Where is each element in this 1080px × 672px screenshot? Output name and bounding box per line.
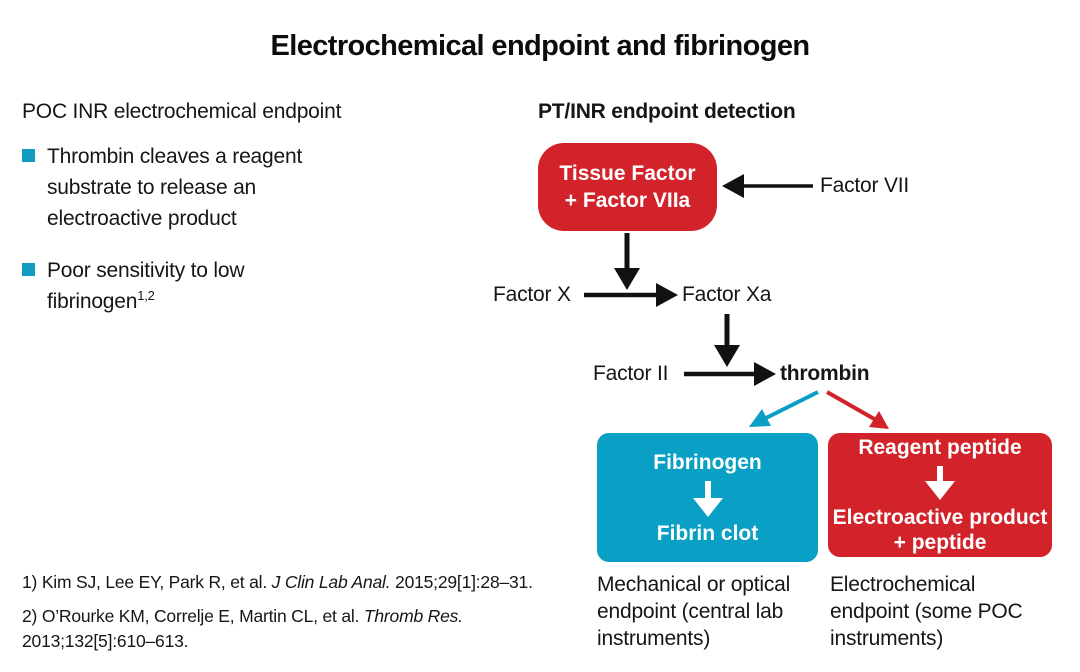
caption-line: Electrochemical — [830, 573, 976, 596]
flowchart-heading: PT/INR endpoint detection — [538, 100, 796, 123]
bullet-square-icon — [22, 263, 35, 276]
electrochemical-endpoint-caption: Electrochemical endpoint (some POC instr… — [830, 571, 1023, 652]
reference-journal: Thromb Res. — [363, 606, 463, 626]
reference-text: 1) Kim SJ, Lee EY, Park R, et al. — [22, 572, 272, 592]
tissue-factor-box: Tissue Factor + Factor VIIa — [538, 143, 717, 231]
arrow-down-icon — [925, 466, 955, 500]
reagent-peptide-box: Reagent peptide Electroactive product + … — [828, 433, 1052, 557]
reference-line: 2013;132[5]:610–613. — [22, 631, 189, 651]
reference-1: 1) Kim SJ, Lee EY, Park R, et al. J Clin… — [22, 570, 533, 595]
arrow-diagonal-red-icon — [826, 390, 889, 429]
arrow-down-icon — [714, 314, 740, 367]
arrow-down-icon — [692, 481, 723, 517]
caption-line: instruments) — [830, 627, 944, 650]
reference-journal: J Clin Lab Anal. — [271, 572, 391, 592]
factor-ii-label: Factor II — [593, 362, 669, 385]
page-title: Electrochemical endpoint and fibrinogen — [270, 30, 811, 62]
reference-text: 2) O’Rourke KM, Correlje E, Martin CL, e… — [22, 606, 364, 626]
factor-vii-label: Factor VII — [820, 174, 910, 197]
bullet-text: Poor sensitivity to low fibrinogen1,2 — [47, 255, 245, 317]
arrow-down-icon — [614, 233, 640, 290]
arrow-right-icon — [684, 362, 776, 386]
bullet-line-text: fibrinogen — [47, 290, 138, 313]
list-item: Poor sensitivity to low fibrinogen1,2 — [22, 255, 362, 317]
fibrinogen-box: Fibrinogen Fibrin clot — [597, 433, 818, 562]
arrow-right-icon — [584, 283, 678, 307]
bullet-line: electroactive product — [47, 207, 237, 230]
bullet-line: Thrombin cleaves a reagent — [47, 145, 303, 168]
reference-superscript: 1,2 — [137, 288, 155, 303]
list-item: Thrombin cleaves a reagent substrate to … — [22, 141, 362, 234]
arrow-diagonal-teal-icon — [749, 390, 819, 427]
caption-line: endpoint (some POC — [830, 600, 1023, 623]
bullet-line: Poor sensitivity to low — [47, 259, 245, 282]
tissue-factor-line1: Tissue Factor — [559, 162, 696, 185]
tissue-factor-line2: + Factor VIIa — [564, 189, 691, 212]
reagent-peptide-label: Reagent peptide — [858, 436, 1022, 459]
factor-xa-label: Factor Xa — [682, 283, 772, 306]
caption-line: instruments) — [597, 627, 711, 650]
caption-line: Mechanical or optical — [597, 573, 791, 596]
electroactive-product-label: Electroactive product — [832, 506, 1048, 529]
fibrinogen-label: Fibrinogen — [653, 451, 762, 474]
bullet-line: substrate to release an — [47, 176, 257, 199]
bullet-text: Thrombin cleaves a reagent substrate to … — [47, 141, 302, 234]
fibrin-clot-label: Fibrin clot — [656, 522, 759, 545]
reference-2: 2) O’Rourke KM, Correlje E, Martin CL, e… — [22, 604, 463, 654]
thrombin-label: thrombin — [780, 362, 870, 385]
factor-x-label: Factor X — [493, 283, 571, 306]
bullet-square-icon — [22, 149, 35, 162]
left-panel-heading: POC INR electrochemical endpoint — [22, 100, 342, 123]
bullet-list: Thrombin cleaves a reagent substrate to … — [22, 141, 362, 338]
caption-line: endpoint (central lab — [597, 600, 784, 623]
arrow-left-icon — [722, 174, 813, 198]
reference-text: 2015;29[1]:28–31. — [390, 572, 533, 592]
mechanical-endpoint-caption: Mechanical or optical endpoint (central … — [597, 571, 790, 652]
plus-peptide-label: + peptide — [893, 531, 987, 554]
bullet-line: fibrinogen1,2 — [47, 286, 244, 317]
reference-line: 2) O’Rourke KM, Correlje E, Martin CL, e… — [22, 604, 463, 629]
